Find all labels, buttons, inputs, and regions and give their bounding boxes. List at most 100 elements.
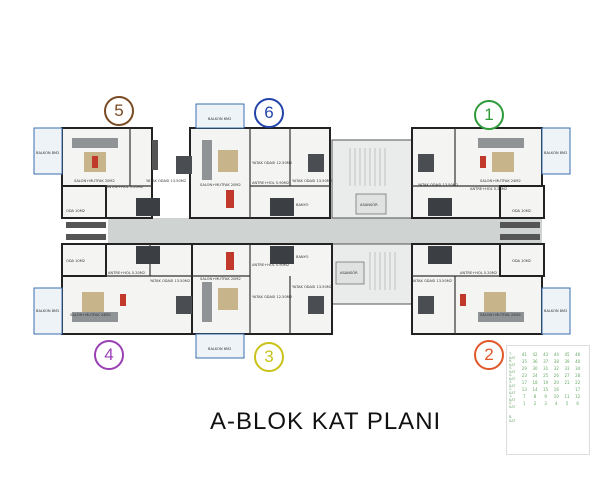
- legend-cell: 32: [553, 366, 559, 371]
- label-yatak-1: YATAK ODASI 13.50M2: [418, 183, 458, 187]
- legend-cell: 17: [521, 380, 527, 385]
- label-salon-3: SALON+MUTFAK 20M2: [200, 277, 241, 281]
- balkon-4: [33, 287, 63, 335]
- label-antre-2: ANTRE+HOL 5.20M2: [460, 271, 497, 275]
- label-balkon-3: BALKON 6M2: [208, 347, 231, 351]
- legend-cell: 29: [521, 366, 527, 371]
- legend-cell: 30: [532, 366, 538, 371]
- apartment-number-1: 1: [474, 100, 504, 130]
- label-oda-left-top: ODA 10M2: [66, 209, 85, 213]
- label-antre-4: ANTRE+HOL 5.20M2: [108, 271, 145, 275]
- apartment-number-6: 6: [254, 98, 284, 128]
- label-balkon-6: BALKON 6M2: [208, 117, 231, 121]
- apartment-6-outline: [189, 127, 331, 219]
- legend-cell: 22: [575, 380, 581, 385]
- balkon-6: [195, 103, 245, 129]
- legend-floor-label: 6. KAT: [509, 359, 516, 367]
- legend-cell: 45: [564, 352, 570, 357]
- legend-cell: 26: [553, 373, 559, 378]
- balkon-2: [541, 287, 571, 335]
- oda-left-top: [61, 185, 107, 219]
- label-antre-5: ANTRE+HOL 5.20M2: [106, 185, 143, 189]
- legend-cell: 5: [565, 401, 569, 406]
- legend-cell: 44: [553, 352, 559, 357]
- legend-cell: 18: [532, 380, 538, 385]
- legend-cell: 19: [543, 380, 549, 385]
- label-oda-right-bottom: ODA 10M2: [512, 259, 531, 263]
- balkon-1: [541, 127, 571, 175]
- legend-cell: 6: [576, 401, 579, 406]
- legend-cell: 33: [564, 366, 570, 371]
- legend-floor-label: 7. KAT: [509, 352, 516, 360]
- label-yatak-2: YATAK ODASI 13.50M2: [412, 279, 452, 283]
- label-banyo-6: BANYO: [296, 203, 309, 207]
- legend-floor-label: B. KAT: [509, 415, 516, 423]
- label-yatak-6a: YATAK ODASI 12.50M2: [252, 161, 292, 165]
- label-balkon-4: BALKON 8M2: [36, 309, 59, 313]
- apt-5-label: 5: [114, 101, 124, 120]
- label-asansor-bottom: ASANSÖR: [340, 270, 358, 275]
- stair-treads: [349, 148, 396, 290]
- label-asansor-top: ASANSÖR: [360, 202, 378, 207]
- legend-cell: 36: [532, 359, 538, 364]
- label-antre-6: ANTRE+HOL 5.90M2: [252, 181, 289, 185]
- legend-cell: 21: [564, 380, 570, 385]
- legend-cell: 24: [532, 373, 538, 378]
- legend-cell: 15: [543, 387, 549, 392]
- legend-cell: 20: [553, 380, 559, 385]
- legend-cell: 12: [575, 394, 581, 399]
- legend-cell: 25: [543, 373, 549, 378]
- label-yatak-6b: YATAK ODASI 13.50M2: [292, 179, 332, 183]
- central-corridor: [108, 218, 542, 244]
- legend-cell: 7: [523, 394, 526, 399]
- legend-cell: 3: [544, 401, 547, 406]
- oda-left-bottom: [61, 243, 107, 277]
- apartment-number-5: 5: [104, 96, 134, 126]
- legend-cell: 8: [533, 394, 537, 399]
- apartment-number-3: 3: [254, 342, 284, 372]
- apartment-number-2: 2: [474, 340, 504, 370]
- legend-cell: 27: [564, 373, 570, 378]
- legend-cell: 17: [575, 387, 581, 392]
- apartment-3-outline: [191, 243, 333, 335]
- legend-cell: 1: [523, 401, 526, 406]
- legend-cell: 28: [575, 373, 581, 378]
- oda-right-top: [499, 185, 545, 219]
- legend-floor-label: 1. KAT: [509, 394, 516, 402]
- label-balkon-2: BALKON 8M2: [544, 309, 567, 313]
- label-yatak-4: YATAK ODASI 13.50M2: [150, 279, 190, 283]
- legend-floor-label: 2. KAT: [509, 387, 516, 395]
- label-yatak-5: YATAK ODASI 13.50M2: [146, 179, 186, 183]
- legend-cell: 2: [533, 401, 537, 406]
- apt-2-label: 2: [484, 345, 494, 364]
- legend-cell: 46: [575, 352, 581, 357]
- label-antre-3: ANTRE+HOL 5.90M2: [252, 263, 289, 267]
- label-oda-right-top: ODA 10M2: [512, 209, 531, 213]
- oda-right-bottom: [499, 243, 545, 277]
- legend-floor-label: Z. KAT: [509, 401, 516, 409]
- legend-cell: 40: [575, 359, 581, 364]
- legend-cell: 43: [543, 352, 549, 357]
- elevator-top: [355, 193, 387, 215]
- apt-4-label: 4: [104, 345, 114, 364]
- label-salon-6: SALON+MUTFAK 20M2: [200, 183, 241, 187]
- legend-cell: 13: [521, 387, 527, 392]
- legend-cell: 39: [564, 359, 570, 364]
- apt-6-label: 6: [264, 103, 274, 122]
- legend-cell: 38: [553, 359, 559, 364]
- legend-cell: 42: [532, 352, 538, 357]
- label-salon-4: SALON+MUTFAK 24M2: [70, 313, 111, 317]
- legend-cell: 34: [575, 366, 581, 371]
- balkon-3: [195, 333, 245, 359]
- label-salon-1: SALON+MUTFAK 24M2: [480, 179, 521, 183]
- apartment-number-4: 4: [94, 340, 124, 370]
- label-salon-5: SALON+MUTFAK 20M2: [74, 179, 115, 183]
- legend-floor-label: 4. KAT: [509, 373, 516, 381]
- legend-cell: 37: [543, 359, 549, 364]
- legend-floor-label: 5. KAT: [509, 366, 516, 374]
- label-banyo-3: BANYO: [296, 255, 309, 259]
- legend-cell: 10: [553, 394, 559, 399]
- label-balkon-1: BALKON 8M2: [544, 151, 567, 155]
